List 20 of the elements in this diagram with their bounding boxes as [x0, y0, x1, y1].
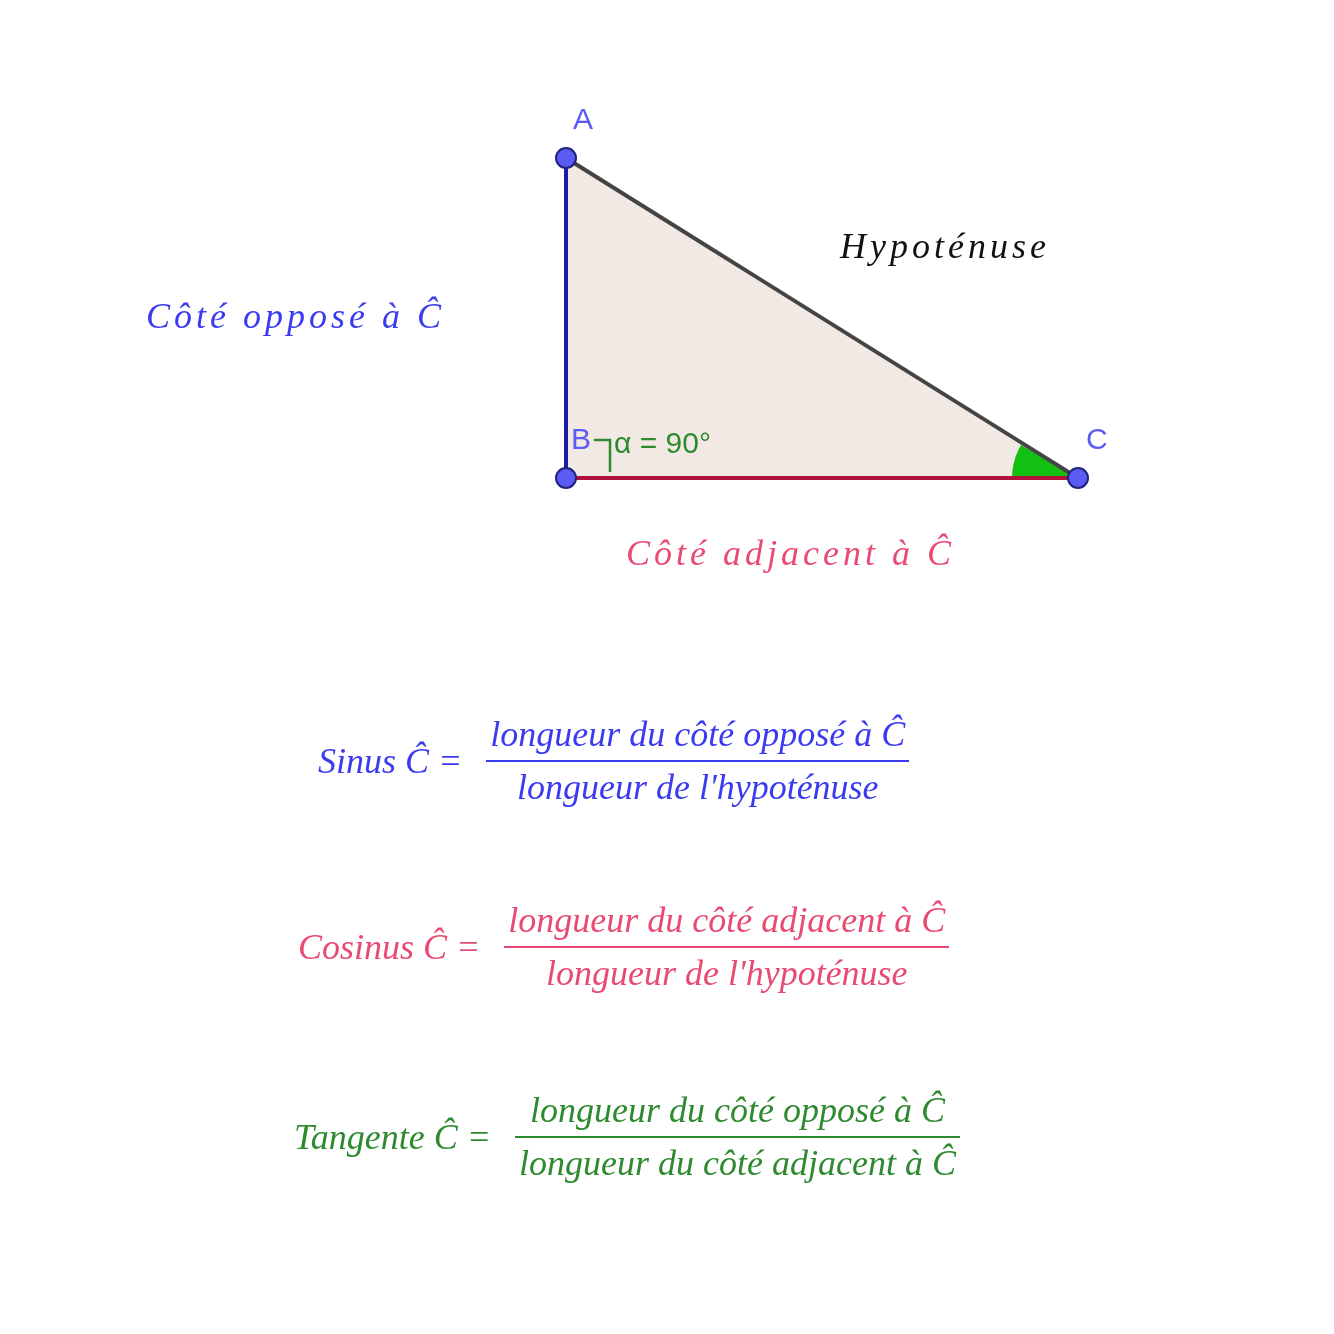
point-marker: [555, 147, 577, 169]
numerator: longueur du côté opposé à Ĉ: [528, 1089, 947, 1132]
point-marker: [555, 467, 577, 489]
numerator: longueur du côté opposé à Ĉ: [489, 713, 907, 756]
side-label: Côté adjacent à Ĉ: [626, 535, 955, 571]
side-label: Côté opposé à Ĉ: [146, 298, 445, 334]
triangle-side: [564, 167, 568, 469]
point-marker: [1067, 467, 1089, 489]
numerator: longueur du côté adjacent à Ĉ: [507, 899, 947, 942]
denominator: longueur du côté adjacent à Ĉ: [518, 1142, 958, 1185]
point-label: A: [573, 104, 593, 134]
point-label: C: [1086, 424, 1108, 454]
denominator: longueur de l'hypoténuse: [545, 952, 909, 995]
angle-label: α = 90°: [614, 428, 711, 458]
side-label: Hypoténuse: [840, 228, 1050, 264]
point-label: B: [571, 424, 591, 454]
formula-label: Tangente Ĉ =: [294, 1115, 491, 1159]
formula-label: Cosinus Ĉ =: [298, 925, 481, 969]
denominator: longueur de l'hypoténuse: [516, 766, 880, 809]
formula-label: Sinus Ĉ =: [318, 739, 463, 783]
